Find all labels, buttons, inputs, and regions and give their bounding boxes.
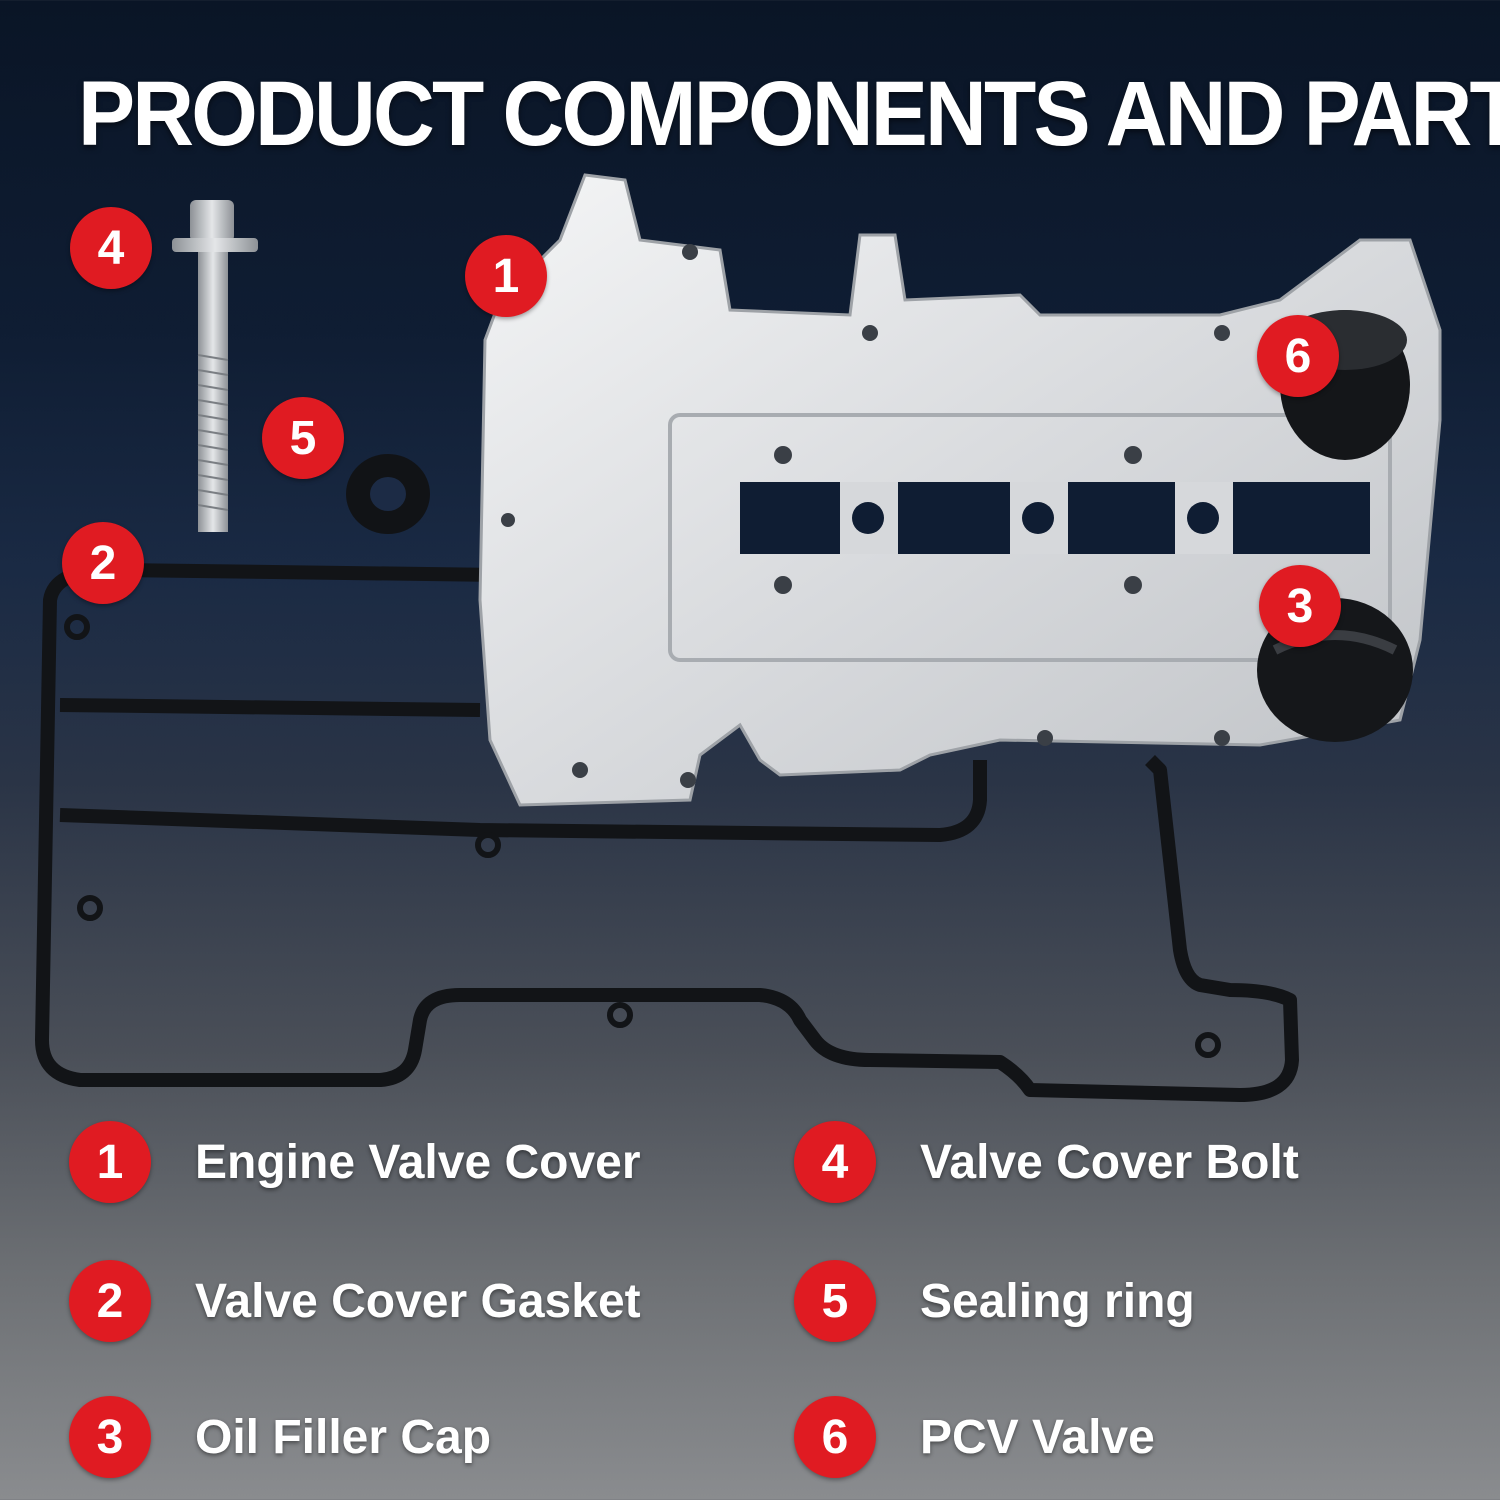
- legend-badge: 4: [794, 1121, 876, 1203]
- legend-badge: 5: [794, 1260, 876, 1342]
- legend-item-valve-cover-gasket: 2 Valve Cover Gasket: [69, 1260, 641, 1342]
- legend-badge: 2: [69, 1260, 151, 1342]
- callout-badge-bolt: 4: [70, 207, 152, 289]
- legend-label: Engine Valve Cover: [195, 1135, 641, 1189]
- legend-badge: 1: [69, 1121, 151, 1203]
- page-title: PRODUCT COMPONENTS AND PARTS: [78, 63, 1500, 165]
- legend-item-pcv-valve: 6 PCV Valve: [794, 1396, 1155, 1478]
- legend-label: Sealing ring: [920, 1274, 1195, 1328]
- callout-badge-gasket: 2: [62, 522, 144, 604]
- legend-item-sealing-ring: 5 Sealing ring: [794, 1260, 1195, 1342]
- legend-badge: 6: [794, 1396, 876, 1478]
- legend-label: Oil Filler Cap: [195, 1410, 492, 1464]
- legend-badge: 3: [69, 1396, 151, 1478]
- legend-item-valve-cover-bolt: 4 Valve Cover Bolt: [794, 1121, 1299, 1203]
- engine-valve-cover: [478, 173, 1442, 807]
- legend-label: PCV Valve: [920, 1410, 1155, 1464]
- legend-item-engine-valve-cover: 1 Engine Valve Cover: [69, 1121, 641, 1203]
- legend-item-oil-filler-cap: 3 Oil Filler Cap: [69, 1396, 491, 1478]
- callout-badge-filler-cap: 3: [1259, 565, 1341, 647]
- legend-label: Valve Cover Gasket: [195, 1274, 641, 1328]
- valve-cover-bolt: [172, 200, 258, 532]
- sealing-ring: [346, 454, 430, 534]
- legend-label: Valve Cover Bolt: [920, 1135, 1299, 1189]
- callout-badge-cover: 1: [465, 235, 547, 317]
- callout-badge-pcv-valve: 6: [1257, 315, 1339, 397]
- callout-badge-sealing-ring: 5: [262, 397, 344, 479]
- valve-cover-gasket: [35, 562, 1299, 1102]
